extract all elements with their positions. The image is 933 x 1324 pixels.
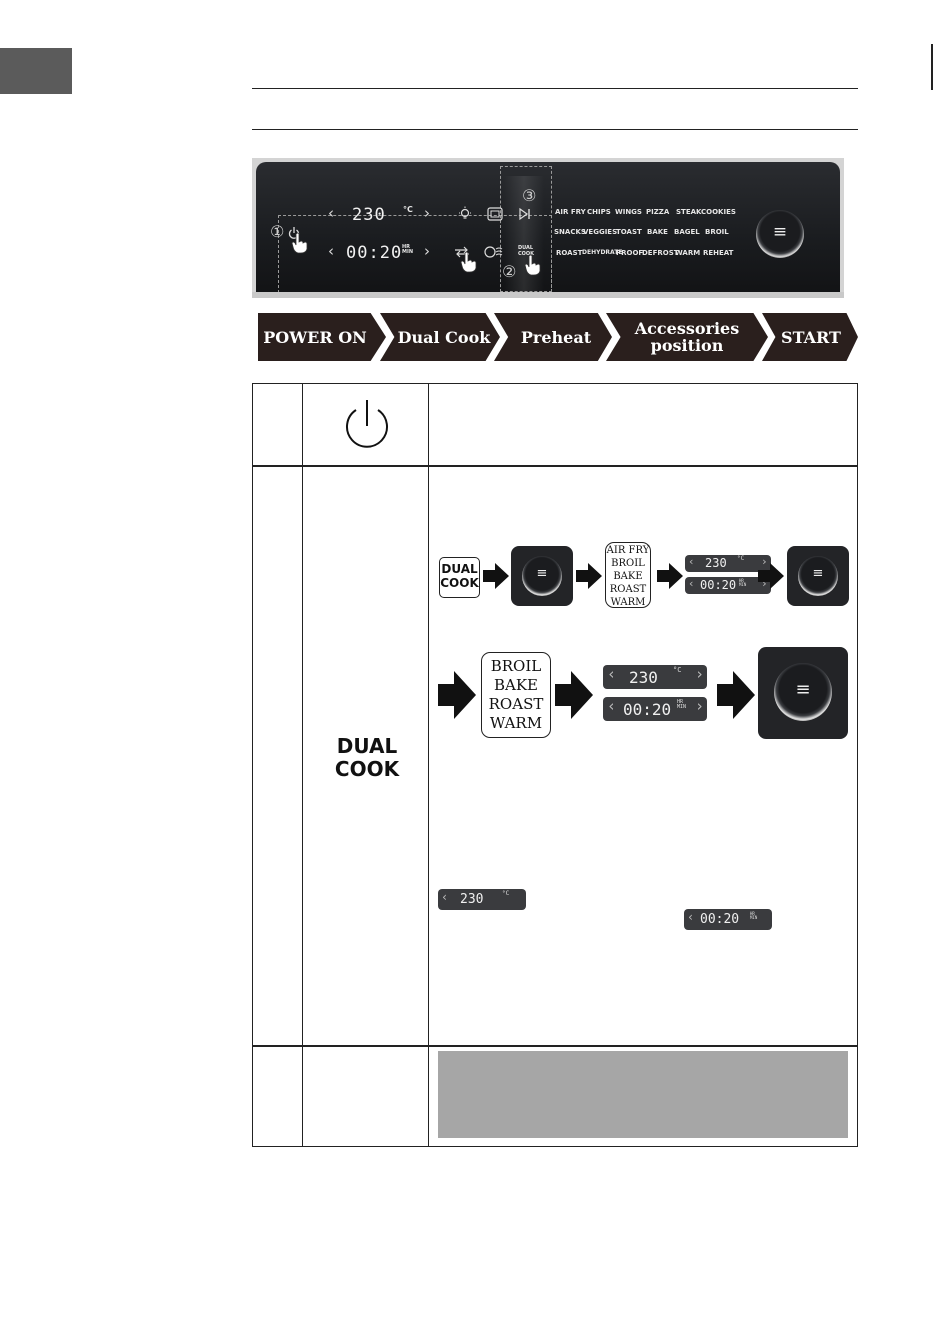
program-chips[interactable]: CHIPS <box>587 208 611 216</box>
start-pause-icon[interactable] <box>518 207 532 221</box>
dual-cook-key-icon: DUAL COOK <box>439 557 480 598</box>
panel-temp-readout: 230 <box>352 205 386 225</box>
program-bake[interactable]: BAKE <box>647 228 668 236</box>
header-rule-top <box>252 88 858 89</box>
header-rule-bottom <box>252 129 858 130</box>
knob-button-icon: ≡ <box>511 546 573 606</box>
program-toast[interactable]: TOAST <box>616 228 642 236</box>
arrow-right-icon <box>758 563 784 589</box>
program-broil[interactable]: BROIL <box>705 228 729 236</box>
panel-time-readout: 00:20 <box>346 243 403 263</box>
control-panel-photo: ‹ 230 °C › ‹ 00:20 HR MIN › <box>252 158 844 298</box>
program-reheat[interactable]: REHEAT <box>703 249 734 257</box>
program-wings[interactable]: WINGS <box>615 208 642 216</box>
program-list-large: BROIL BAKE ROAST WARM <box>481 652 551 738</box>
step-accessories-position: Accessories position <box>606 313 768 361</box>
knob-button-icon: ≡ <box>758 647 848 739</box>
panel-time-unit: HR MIN <box>402 244 414 255</box>
panel-temp-unit: °C <box>403 205 413 214</box>
program-veggies[interactable]: VEGGIES <box>583 228 618 236</box>
dual-cook-icon: DUAL COOK <box>334 734 400 781</box>
step-dual-cook: Dual Cook <box>380 313 500 361</box>
menu-icon: ≡ <box>772 222 788 242</box>
arrow-right-icon <box>576 563 602 589</box>
control-panel: ‹ 230 °C › ‹ 00:20 HR MIN › <box>256 162 840 294</box>
arrow-right-icon <box>438 671 476 719</box>
temp-increase-icon[interactable]: › <box>424 204 430 222</box>
program-defrost[interactable]: DEFROST <box>642 249 679 257</box>
panel-dual-cook-key[interactable]: DUAL COOK <box>518 245 535 257</box>
program-pizza[interactable]: PIZZA <box>646 208 670 216</box>
instruction-table: DUAL COOK DUAL COOK ≡ AIR FRY BROIL BAKE… <box>252 383 858 1147</box>
hand-pointer-icon <box>460 251 477 273</box>
temp-display-inline: ‹ 230 °C <box>438 889 526 910</box>
arrow-right-icon <box>657 563 683 589</box>
temp-display-small: ‹ 230 °C › <box>685 555 771 572</box>
program-snacks[interactable]: SNACKS <box>554 228 586 236</box>
arrow-right-icon <box>555 671 593 719</box>
temp-display-large: ‹ 230 °C › <box>603 665 707 689</box>
fan-icon[interactable] <box>484 245 504 259</box>
arrow-right-icon <box>717 671 755 719</box>
arrow-right-icon <box>483 563 509 589</box>
knob-button-icon: ≡ <box>787 546 849 606</box>
program-bagel[interactable]: BAGEL <box>674 228 700 236</box>
time-display-large: ‹ 00:20 HR MIN › <box>603 697 707 721</box>
program-dehydrate[interactable]: DEHYDRATE <box>582 249 623 256</box>
program-steak[interactable]: STEAK <box>676 208 702 216</box>
hand-pointer-icon <box>291 232 308 254</box>
time-display-inline: ‹ 00:20 HR MIN <box>684 909 772 930</box>
temp-decrease-icon[interactable]: ‹ <box>328 204 334 222</box>
step-power-on: POWER ON <box>258 313 386 361</box>
time-display-small: ‹ 00:20 HR MIN › <box>685 577 771 594</box>
panel-power-icon[interactable] <box>288 226 300 240</box>
marker-2: ② <box>502 262 517 281</box>
program-proof[interactable]: PROOF <box>616 249 644 257</box>
program-cookies[interactable]: COOKIES <box>701 208 736 216</box>
time-decrease-icon[interactable]: ‹ <box>328 242 334 260</box>
step-start: START <box>762 313 858 361</box>
time-increase-icon[interactable]: › <box>424 242 430 260</box>
language-tab-marker <box>0 48 72 94</box>
program-warm[interactable]: WARM <box>675 249 701 257</box>
light-bulb-icon[interactable] <box>457 206 473 222</box>
program-list-small: AIR FRY BROIL BAKE ROAST WARM <box>605 542 651 608</box>
oven-window-icon[interactable] <box>487 207 503 221</box>
page-edge-mark <box>931 44 933 90</box>
gray-note-box <box>438 1051 848 1138</box>
control-knob[interactable]: ≡ <box>756 210 804 258</box>
program-air-fry[interactable]: AIR FRY <box>555 208 586 216</box>
dashed-box-right <box>500 166 552 292</box>
power-icon <box>346 400 388 448</box>
hand-pointer-icon <box>524 254 541 276</box>
marker-1: ① <box>270 222 285 241</box>
swap-arrows-icon[interactable] <box>453 246 471 258</box>
marker-3: ③ <box>522 186 537 205</box>
step-preheat: Preheat <box>494 313 612 361</box>
program-roast[interactable]: ROAST <box>556 249 583 257</box>
